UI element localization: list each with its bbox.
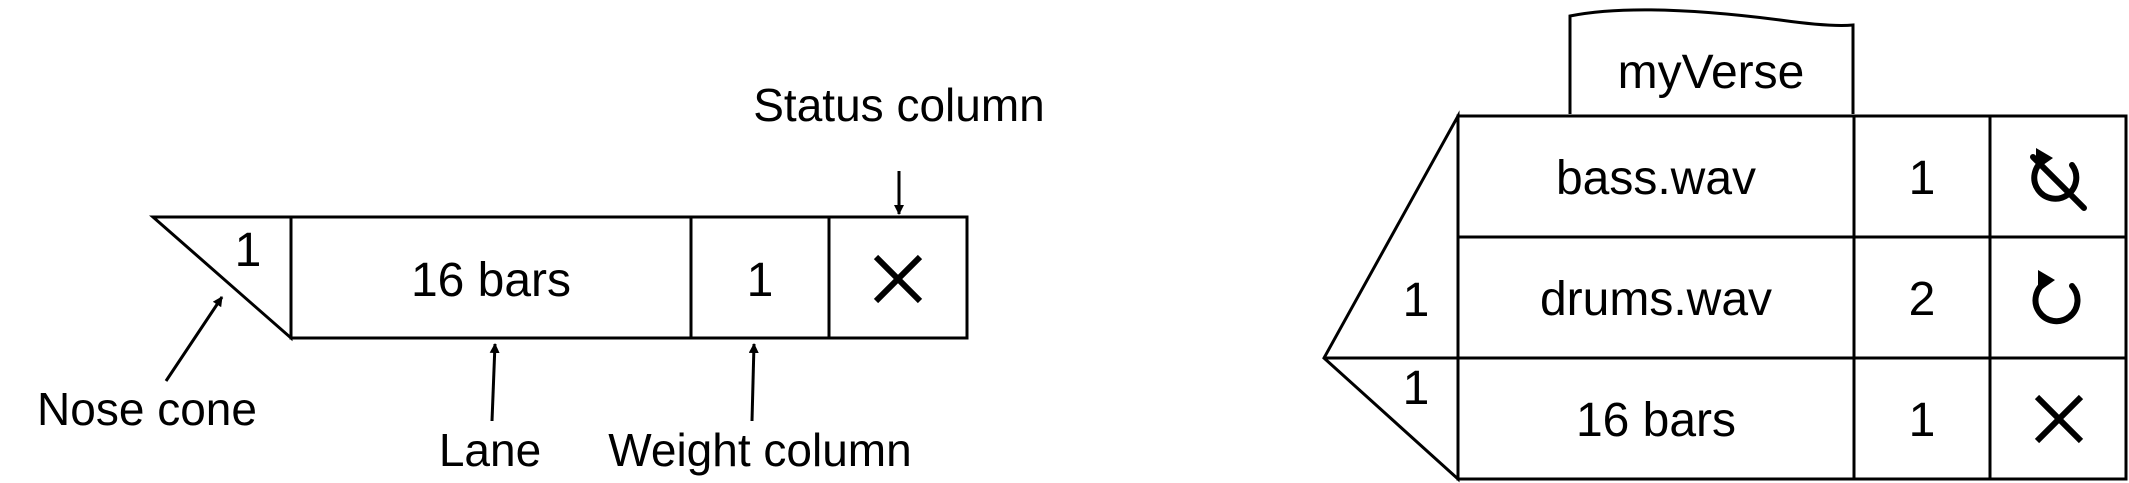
lane-cell (289, 215, 693, 340)
verse-row: drums.wav 2 (1456, 235, 2128, 360)
nose-cone-label: Nose cone (37, 383, 257, 435)
verse-tab-label: myVerse (1618, 46, 1805, 99)
verse-example: myVerse 1 1 bass.wav 1 drums.wav (1322, 8, 2128, 483)
verse-row: 16 bars 1 (1456, 356, 2128, 481)
status-cell (1988, 114, 2128, 239)
lane-cell (1456, 356, 1856, 481)
verse-row: bass.wav 1 (1456, 114, 2128, 239)
weight-value: 2 (1909, 273, 1936, 326)
lane-row: 16 bars 1 (289, 215, 969, 340)
nose-cone-arrow (164, 296, 224, 382)
lane-label: 16 bars (1576, 394, 1736, 447)
weight-value: 1 (1909, 152, 1936, 205)
verse-nose-number-1: 1 (1403, 274, 1430, 327)
lane-label: 16 bars (411, 254, 571, 307)
lane-label: drums.wav (1540, 273, 1772, 326)
weight-column-label: Weight column (608, 424, 911, 476)
loop-icon (2032, 270, 2081, 325)
close-icon (873, 254, 923, 304)
nose-cone: 1 (149, 215, 293, 342)
lane-label: bass.wav (1556, 152, 1756, 205)
weight-cell (1852, 356, 1992, 481)
weight-value: 1 (1909, 394, 1936, 447)
lane-arrow (489, 343, 500, 422)
lane-label-annotation: Lane (439, 424, 541, 476)
single-lane-example: 1 16 bars 1 Status column Nose cone Lane… (37, 79, 1045, 476)
weight-column-arrow (748, 343, 759, 422)
weight-value: 1 (747, 254, 774, 307)
lane-cell (1456, 235, 1856, 360)
status-cell (1988, 235, 2128, 360)
weight-cell (1852, 114, 1992, 239)
annotations: Status column Nose cone Lane Weight colu… (37, 79, 1045, 476)
verse-nose-cone: 1 1 (1322, 110, 1460, 483)
nose-cone-number: 1 (235, 224, 262, 277)
close-icon (2034, 394, 2084, 444)
loop-off-icon (2030, 148, 2087, 211)
verse-nose-number-2: 1 (1403, 362, 1430, 415)
status-column-label: Status column (753, 79, 1044, 131)
lane-cell (1456, 114, 1856, 239)
verse-tab: myVerse (1568, 8, 1855, 114)
weight-cell (689, 215, 831, 340)
